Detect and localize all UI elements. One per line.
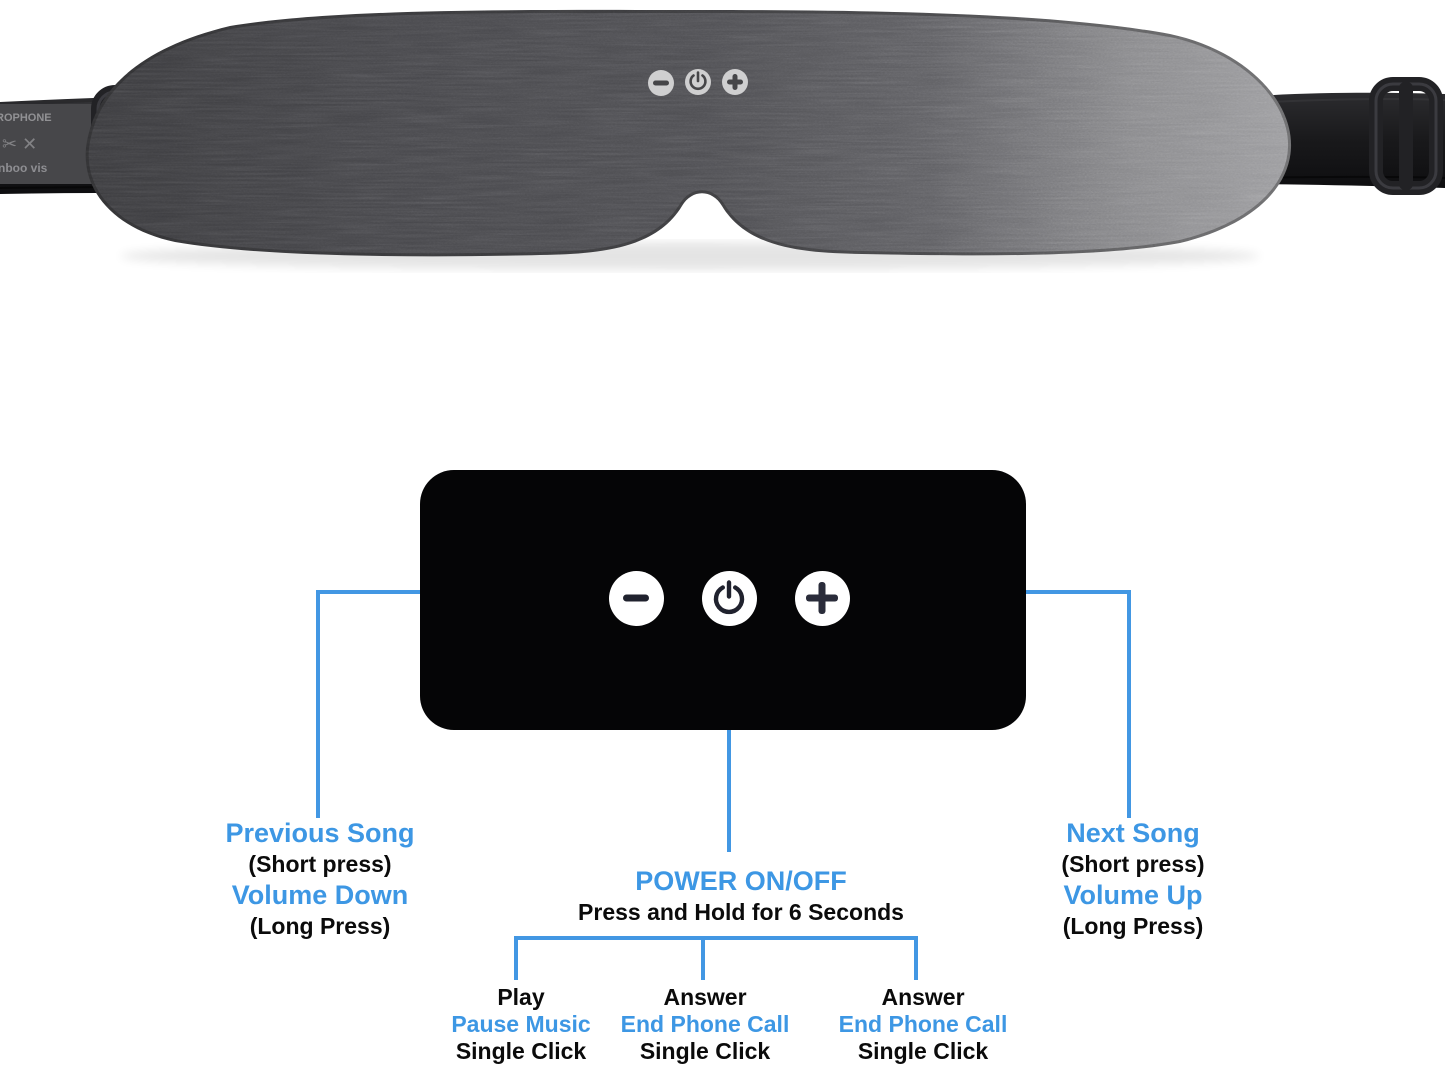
sleep-mask-illustration: ROPHONE ✂ ✕ nboo vis [0, 9, 1445, 270]
callout-column-answer-1: Answer End Phone Call Single Click [621, 984, 790, 1065]
callout-subtitle: (Short press) [248, 851, 392, 877]
care-symbols: ✂ ✕ [2, 134, 37, 154]
control-panel-closeup [420, 470, 1026, 730]
callout-next-song: Next Song (Short press) Volume Up (Long … [1061, 818, 1204, 942]
column-line2: End Phone Call [838, 1011, 1008, 1037]
bracket-drop-center [701, 936, 705, 980]
callout-subtitle: (Short press) [1061, 851, 1205, 877]
care-label-tag: ROPHONE ✂ ✕ nboo vis [0, 104, 95, 184]
callout-title: Volume Up [1063, 880, 1203, 910]
callout-subtitle: (Long Press) [1062, 913, 1204, 939]
bracket-drop-right [914, 936, 918, 980]
minus-icon [623, 594, 649, 602]
callout-title: POWER ON/OFF [635, 866, 847, 896]
callout-subtitle: (Long Press) [249, 913, 391, 939]
callout-column-answer-2: Answer End Phone Call Single Click [839, 984, 1008, 1065]
power-button [701, 570, 757, 626]
mask-control-buttons [648, 69, 748, 96]
callout-previous-song: Previous Song (Short press) Volume Down … [225, 818, 414, 942]
callout-power: POWER ON/OFF Press and Hold for 6 Second… [578, 866, 904, 928]
column-line3: Single Click [639, 1038, 771, 1064]
bracket-horizontal [514, 936, 918, 940]
plus-icon [806, 582, 838, 614]
strap-buckle-right [1369, 77, 1443, 195]
column-line1: Answer [663, 984, 747, 1010]
power-icon [685, 69, 711, 95]
callout-subtitle: Press and Hold for 6 Seconds [578, 899, 904, 925]
column-line1: Play [497, 984, 545, 1010]
care-label-line2: nboo vis [0, 161, 48, 175]
plus-icon [722, 69, 748, 95]
callout-title: Previous Song [225, 818, 415, 848]
bracket-drop-left [514, 936, 518, 980]
column-line3: Single Click [857, 1038, 989, 1064]
care-label-line1: ROPHONE [0, 112, 52, 124]
connector-center-vertical [727, 624, 731, 852]
volume-up-button [794, 570, 850, 626]
column-line1: Answer [881, 984, 965, 1010]
mask-body [85, 9, 1292, 257]
connector-left-vertical [316, 590, 320, 818]
power-icon [713, 580, 745, 615]
callout-column-play: Play Pause Music Single Click [451, 984, 590, 1065]
callout-title: Next Song [1066, 818, 1200, 848]
volume-down-button [608, 570, 664, 626]
connector-right-vertical [1127, 590, 1131, 818]
callout-title: Volume Down [231, 880, 409, 910]
column-line3: Single Click [455, 1038, 587, 1064]
column-line2: End Phone Call [620, 1011, 790, 1037]
minus-icon [648, 70, 674, 96]
column-line2: Pause Music [451, 1011, 591, 1037]
